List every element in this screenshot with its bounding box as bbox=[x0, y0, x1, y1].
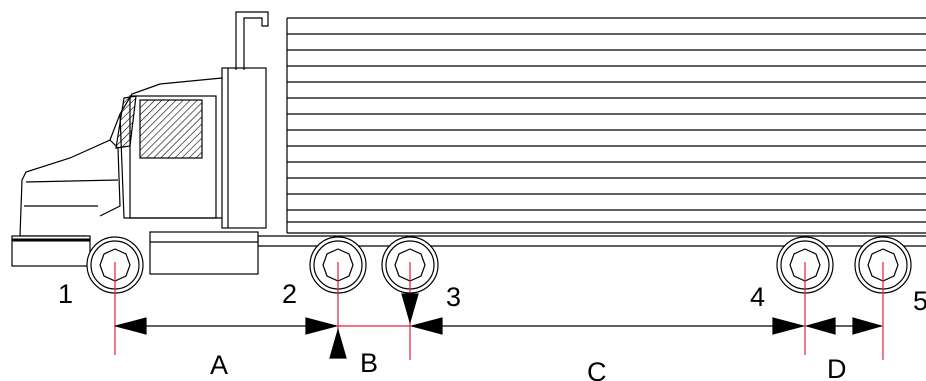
dim-c-arrow-right bbox=[772, 317, 806, 335]
span-label-a: A bbox=[210, 350, 228, 380]
dim-d-arrow-left bbox=[804, 317, 836, 335]
air-intake-column bbox=[221, 67, 267, 229]
span-label-b: B bbox=[360, 348, 378, 378]
dim-b-arrow-down bbox=[401, 293, 419, 325]
windshield-hatch bbox=[115, 95, 137, 149]
exhaust-stack bbox=[235, 11, 269, 70]
side-window bbox=[139, 99, 203, 159]
tractor-cab bbox=[11, 11, 269, 275]
axle-center-lines bbox=[114, 262, 884, 360]
fuel-tank bbox=[149, 231, 259, 275]
dim-c-arrow-left bbox=[409, 317, 443, 335]
axle-label-4: 4 bbox=[750, 282, 765, 312]
dim-a-arrow-right bbox=[305, 317, 339, 335]
trailer-box bbox=[286, 17, 926, 234]
span-label-d: D bbox=[827, 354, 847, 381]
axle-label-3: 3 bbox=[446, 282, 461, 312]
axle-label-1: 1 bbox=[58, 279, 73, 309]
span-labels: A B C D bbox=[210, 348, 847, 381]
dimension-lines bbox=[113, 293, 884, 359]
span-label-c: C bbox=[587, 357, 607, 381]
axle-label-2: 2 bbox=[282, 279, 297, 309]
cab-door bbox=[129, 95, 217, 219]
dim-a-arrow-left bbox=[113, 317, 147, 335]
axle-label-5: 5 bbox=[913, 286, 926, 316]
axle-labels: 1 2 3 4 5 bbox=[58, 279, 926, 316]
chassis-frame bbox=[257, 235, 926, 247]
dim-d-arrow-right bbox=[852, 317, 884, 335]
dim-b-arrow-up bbox=[329, 327, 347, 359]
